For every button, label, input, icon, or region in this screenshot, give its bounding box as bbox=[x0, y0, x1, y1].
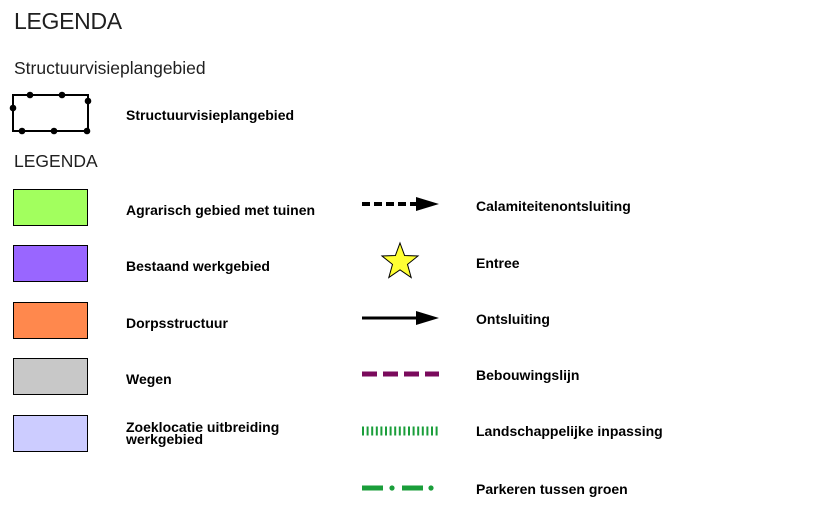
bebouwingslijn-symbol bbox=[362, 371, 439, 377]
plangebied-label: Structuurvisieplangebied bbox=[126, 107, 295, 123]
swatch-bestaand-werkgebied bbox=[13, 245, 88, 282]
line-label-entree: Entree bbox=[476, 255, 520, 271]
swatch-dorpsstructuur bbox=[13, 302, 88, 339]
line-label-parkeren: Parkeren tussen groen bbox=[476, 481, 628, 497]
dashed-arrow-symbol bbox=[362, 197, 439, 211]
area-label-zoeklocatie: Zoeklocatie uitbreiding werkgebied bbox=[126, 419, 280, 447]
star-icon bbox=[380, 241, 420, 279]
swatch-agrarisch-gebied bbox=[13, 189, 88, 226]
section-title-plangebied: Structuurvisieplangebied bbox=[14, 58, 206, 78]
area-label-agrarisch: Agrarisch gebied met tuinen bbox=[126, 202, 316, 218]
line-label-bebouwingslijn: Bebouwingslijn bbox=[476, 367, 580, 383]
landschappelijke-inpassing-symbol bbox=[362, 426, 439, 436]
swatch-zoeklocatie bbox=[13, 415, 88, 452]
line-label-ontsluiting: Ontsluiting bbox=[476, 311, 550, 327]
section-title-legenda: LEGENDA bbox=[14, 151, 98, 171]
plangebied-boundary-symbol bbox=[9, 91, 92, 135]
swatch-wegen bbox=[13, 358, 88, 395]
solid-arrow-symbol bbox=[362, 311, 439, 325]
area-label-bestaand: Bestaand werkgebied bbox=[126, 258, 270, 274]
line-label-calamiteiten: Calamiteitenontsluiting bbox=[476, 198, 631, 214]
line-label-landschappelijke: Landschappelijke inpassing bbox=[476, 423, 663, 439]
legend-title: LEGENDA bbox=[14, 8, 122, 34]
area-label-wegen: Wegen bbox=[126, 371, 172, 387]
area-label-dorpsstructuur: Dorpsstructuur bbox=[126, 315, 228, 331]
parkeren-symbol bbox=[362, 485, 434, 491]
